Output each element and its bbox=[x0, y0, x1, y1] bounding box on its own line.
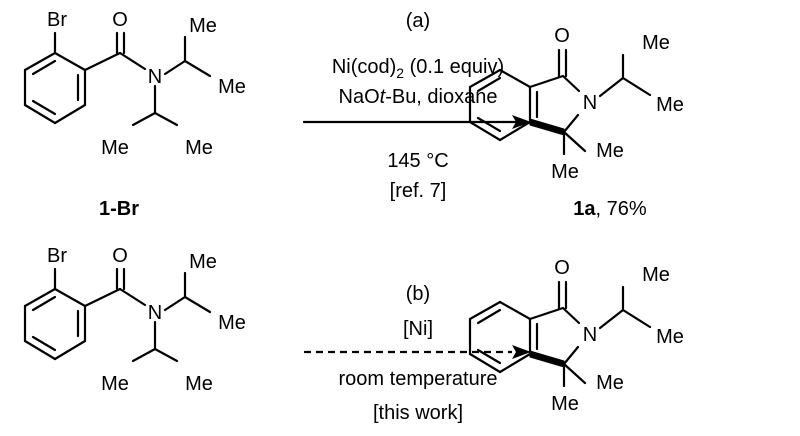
reactant-b: Br O N Me Me Me Me bbox=[23, 245, 246, 395]
atom-o: O bbox=[554, 25, 570, 47]
compound-label-1-br: 1-Br bbox=[99, 198, 139, 220]
atom-me: Me bbox=[185, 373, 213, 395]
condition-label-b: (b) bbox=[406, 283, 430, 305]
atom-n: N bbox=[583, 324, 597, 346]
condition-catalyst: Ni(cod)2 (0.1 equiv) bbox=[332, 56, 504, 81]
compound-label-1a: 1a, 76% bbox=[573, 198, 647, 220]
reactant-1-br: Br O N Me Me Me Me bbox=[23, 9, 246, 159]
condition-reference: [ref. 7] bbox=[390, 180, 447, 202]
atom-br: Br bbox=[47, 245, 67, 267]
atom-me: Me bbox=[101, 137, 129, 159]
atom-me: Me bbox=[596, 140, 624, 162]
atom-me: Me bbox=[642, 264, 670, 286]
reaction-arrow-b bbox=[304, 345, 531, 359]
condition-label-a: (a) bbox=[406, 10, 430, 32]
condition-catalyst-b: [Ni] bbox=[403, 318, 433, 340]
product-1a: O N Me Me Me Me bbox=[468, 25, 684, 183]
atom-me: Me bbox=[185, 137, 213, 159]
conditions-a: (a) Ni(cod)2 (0.1 equiv) NaOt-Bu, dioxan… bbox=[332, 10, 504, 202]
atom-me: Me bbox=[642, 32, 670, 54]
atom-me: Me bbox=[656, 94, 684, 116]
atom-n: N bbox=[148, 302, 162, 324]
condition-temperature-b: room temperature bbox=[339, 368, 498, 390]
atom-n: N bbox=[583, 92, 597, 114]
atom-o: O bbox=[554, 257, 570, 279]
atom-me: Me bbox=[656, 326, 684, 348]
condition-temperature: 145 °C bbox=[387, 150, 448, 172]
atom-o: O bbox=[112, 9, 128, 31]
conditions-b: (b) [Ni] room temperature [this work] bbox=[339, 283, 498, 424]
atom-n: N bbox=[148, 66, 162, 88]
atom-me: Me bbox=[551, 393, 579, 415]
atom-me: Me bbox=[551, 161, 579, 183]
condition-reference-b: [this work] bbox=[373, 402, 463, 424]
atom-me: Me bbox=[218, 76, 246, 98]
atom-me: Me bbox=[218, 312, 246, 334]
atom-me: Me bbox=[189, 15, 217, 37]
atom-me: Me bbox=[101, 373, 129, 395]
product-b: O N Me Me Me Me bbox=[468, 257, 684, 415]
atom-o: O bbox=[112, 245, 128, 267]
reaction-arrow-a bbox=[302, 115, 531, 129]
atom-me: Me bbox=[596, 372, 624, 394]
atom-me: Me bbox=[189, 251, 217, 273]
condition-base: NaOt-Bu, dioxane bbox=[339, 86, 498, 108]
atom-br: Br bbox=[47, 9, 67, 31]
